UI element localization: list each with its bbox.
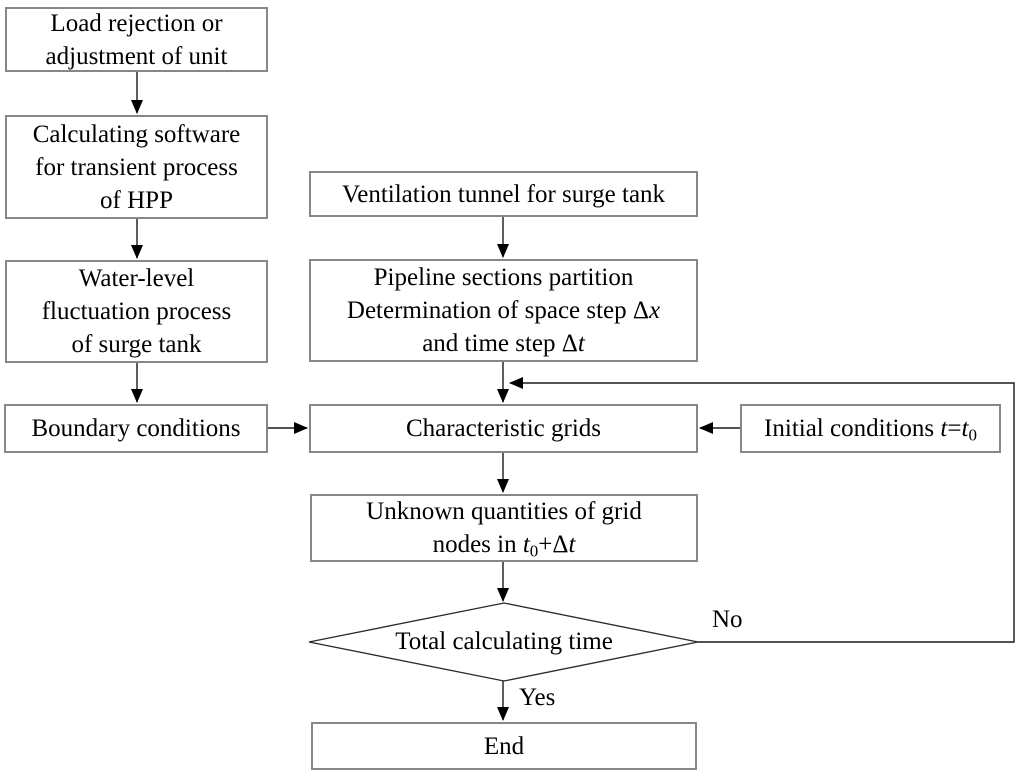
time-step-variable: t — [577, 330, 585, 357]
node-load-rejection: Load rejection or adjustment of unit — [5, 7, 268, 72]
delta-symbol: Δ — [561, 330, 578, 357]
node-load-rejection-line2: adjustment of unit — [45, 42, 228, 70]
t0-variable: t — [522, 531, 530, 558]
node-unknown-quantities-line1: Unknown quantities of grid — [366, 498, 642, 525]
node-unknown-quantities-line2: nodes in t0+Δt — [433, 528, 576, 561]
nodes-in-text: nodes in — [432, 531, 523, 558]
node-calc-software-line1: Calculating software — [32, 120, 241, 148]
node-pipeline-partition: Pipeline sections partition Determinatio… — [309, 259, 698, 362]
node-water-level-line2: fluctuation process — [41, 298, 232, 325]
equals-symbol: = — [947, 415, 962, 442]
node-decision-total-time: Total calculating time — [330, 605, 678, 679]
node-ventilation-tunnel: Ventilation tunnel for surge tank — [309, 171, 698, 217]
node-boundary-conditions-label: Boundary conditions — [31, 415, 241, 442]
plus-symbol: + — [538, 531, 553, 558]
delta-symbol: Δ — [632, 297, 649, 324]
edge-label-yes: Yes — [519, 684, 556, 711]
node-initial-conditions: Initial conditions t=t0 — [740, 404, 1001, 453]
delta-t-variable: t — [568, 531, 576, 558]
node-pipeline-partition-line3: and time step Δt — [422, 327, 585, 360]
node-unknown-quantities: Unknown quantities of grid nodes in t0+Δ… — [310, 494, 698, 562]
no-feedback-path — [509, 377, 1015, 643]
node-characteristic-grids: Characteristic grids — [309, 404, 698, 453]
t0-variable: t — [961, 415, 969, 442]
space-step-text: Determination of space step — [346, 297, 633, 324]
node-ventilation-tunnel-label: Ventilation tunnel for surge tank — [341, 180, 666, 208]
node-initial-conditions-label: Initial conditions t=t0 — [764, 412, 977, 445]
space-step-variable: x — [648, 297, 661, 324]
t0-subscript: 0 — [968, 425, 977, 445]
initial-conditions-text: Initial conditions — [764, 415, 941, 442]
node-calc-software-line3: of HPP — [100, 186, 173, 214]
node-water-level-line1: Water-level — [78, 265, 195, 292]
edge-label-no: No — [712, 606, 743, 633]
node-load-rejection-line1: Load rejection or — [50, 9, 223, 37]
delta-symbol: Δ — [552, 531, 569, 558]
t0-subscript: 0 — [529, 541, 539, 561]
node-end-label: End — [483, 732, 525, 760]
node-decision-label: Total calculating time — [395, 628, 613, 655]
node-water-level: Water-level fluctuation process of surge… — [5, 260, 268, 363]
node-pipeline-partition-line1: Pipeline sections partition — [373, 264, 634, 291]
time-step-text: and time step — [422, 330, 562, 357]
node-calc-software: Calculating software for transient proce… — [5, 115, 268, 219]
node-end: End — [311, 722, 697, 770]
node-pipeline-partition-line2: Determination of space step Δx — [347, 294, 660, 327]
node-characteristic-grids-label: Characteristic grids — [405, 415, 602, 442]
decision-diamond-shape — [308, 602, 699, 682]
node-boundary-conditions: Boundary conditions — [4, 404, 268, 453]
node-calc-software-line2: for transient process — [35, 153, 238, 181]
t-variable: t — [940, 415, 948, 442]
node-water-level-line3: of surge tank — [71, 331, 202, 358]
